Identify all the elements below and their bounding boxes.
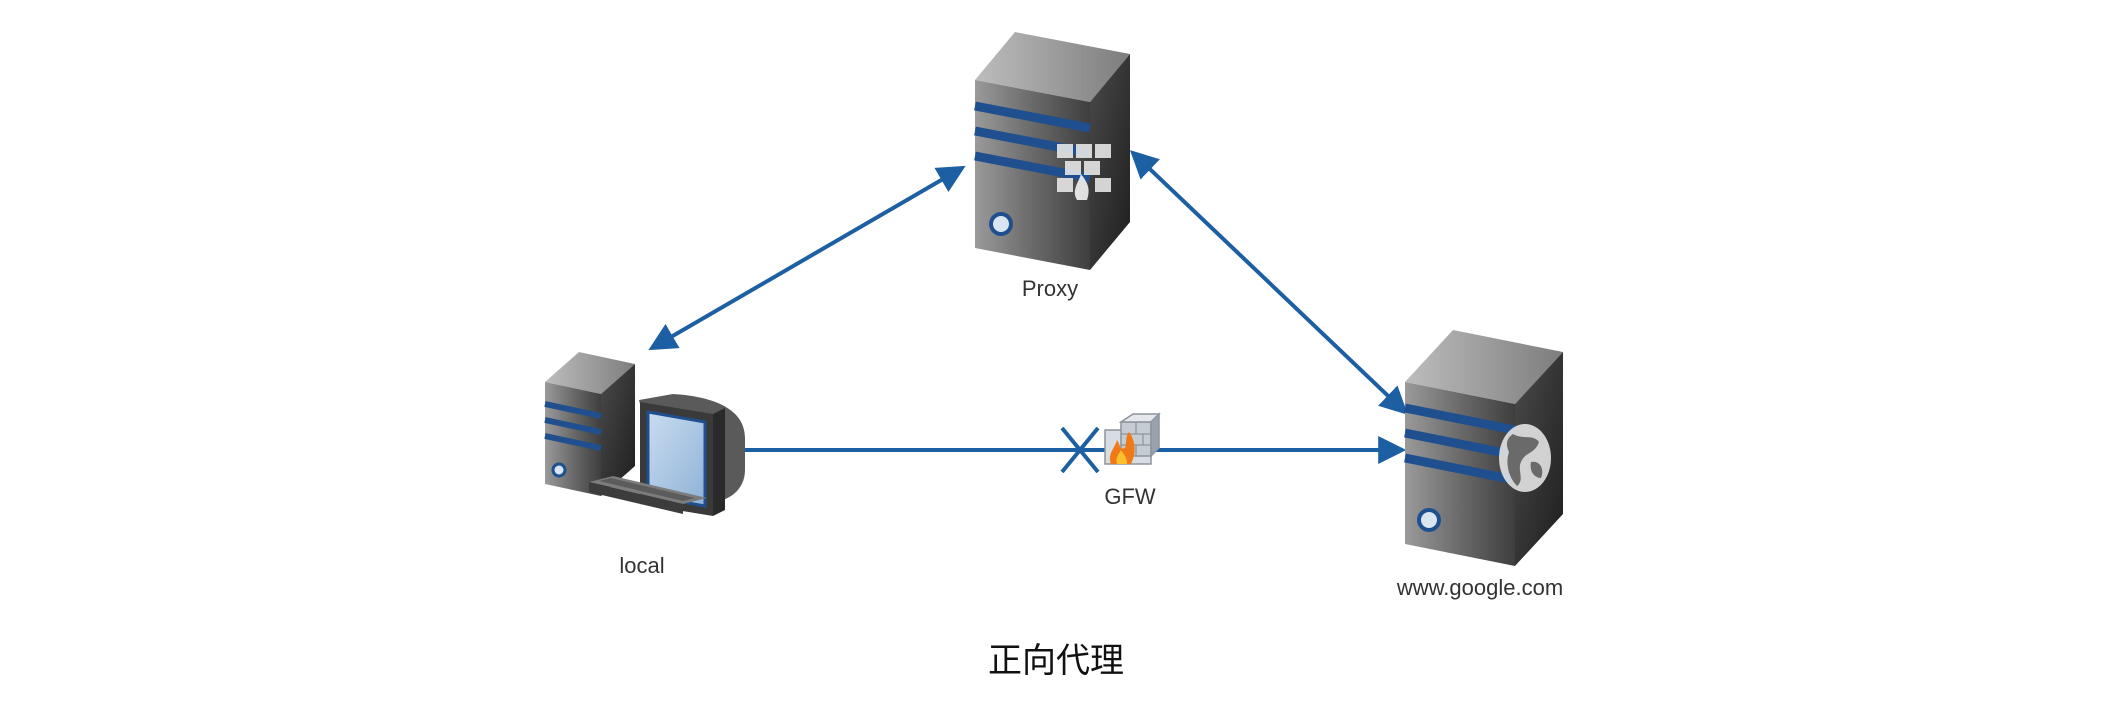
- local-label: local: [619, 553, 664, 578]
- firewall-server-icon[interactable]: [974, 32, 1130, 270]
- proxy-label: Proxy: [1022, 276, 1078, 301]
- desktop-computer-icon[interactable]: [544, 352, 745, 516]
- google-label: www.google.com: [1396, 575, 1563, 600]
- gfw-label: GFW: [1104, 484, 1156, 509]
- web-server-icon[interactable]: [1404, 330, 1563, 566]
- firewall-icon: [1104, 412, 1161, 465]
- diagram-caption: 正向代理: [988, 641, 1124, 681]
- blocked-cross-icon: [1060, 426, 1100, 474]
- edge-proxy-google: [1129, 150, 1409, 415]
- edge-local-proxy: [648, 165, 966, 351]
